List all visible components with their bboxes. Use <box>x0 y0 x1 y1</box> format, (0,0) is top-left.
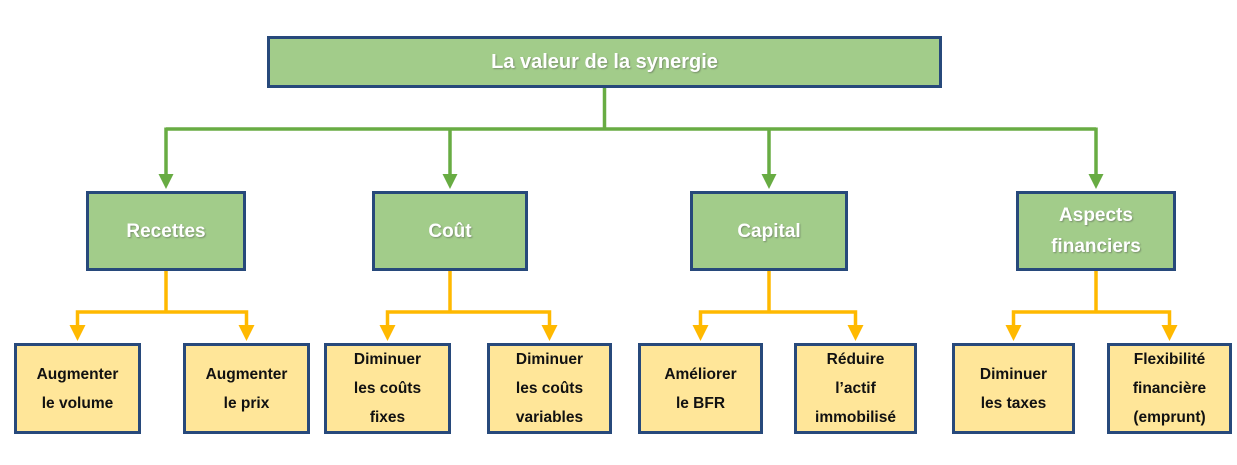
connector-root-arrowheads <box>158 174 1104 189</box>
node-leaf-label: Diminuer les coûts fixes <box>353 351 422 426</box>
node-leaf-label: Réduire l’actif immobilisé <box>815 351 896 426</box>
node-root: La valeur de la synergie <box>267 36 942 88</box>
node-leaf-diminuer-taxes: Diminuer les taxes <box>952 343 1075 434</box>
connector-root-to-branches <box>164 88 1098 176</box>
node-leaf-flexibilite-financiere: Flexibilité financière (emprunt) <box>1107 343 1232 434</box>
node-leaf-label: Flexibilité financière (emprunt) <box>1132 351 1207 426</box>
node-leaf-label: Augmenter le prix <box>205 365 288 412</box>
node-root-label: La valeur de la synergie <box>491 50 718 73</box>
node-leaf-ameliorer-bfr: Améliorer le BFR <box>638 343 763 434</box>
node-leaf-reduire-actif-immobilise: Réduire l’actif immobilisé <box>794 343 917 434</box>
node-leaf-diminuer-couts-fixes: Diminuer les coûts fixes <box>324 343 451 434</box>
node-branch-label: Coût <box>428 220 472 242</box>
connector-leaf-arrowheads <box>69 325 1178 341</box>
node-leaf-label: Diminuer les coûts variables <box>515 351 584 426</box>
node-leaf-label: Améliorer le BFR <box>664 365 737 412</box>
connector-branches-to-leaves <box>75 271 1172 327</box>
node-branch-label: Recettes <box>126 220 206 242</box>
node-branch-aspects-financiers: Aspects financiers <box>1016 191 1176 271</box>
node-leaf-label: Diminuer les taxes <box>979 365 1048 412</box>
node-branch-label: Aspects financiers <box>1051 205 1141 257</box>
node-branch-cout: Coût <box>372 191 528 271</box>
node-leaf-diminuer-couts-variables: Diminuer les coûts variables <box>487 343 612 434</box>
node-leaf-augmenter-le-volume: Augmenter le volume <box>14 343 141 434</box>
node-branch-capital: Capital <box>690 191 848 271</box>
node-branch-recettes: Recettes <box>86 191 246 271</box>
node-branch-label: Capital <box>737 220 801 242</box>
node-leaf-augmenter-le-prix: Augmenter le prix <box>183 343 310 434</box>
node-leaf-label: Augmenter le volume <box>36 365 119 412</box>
